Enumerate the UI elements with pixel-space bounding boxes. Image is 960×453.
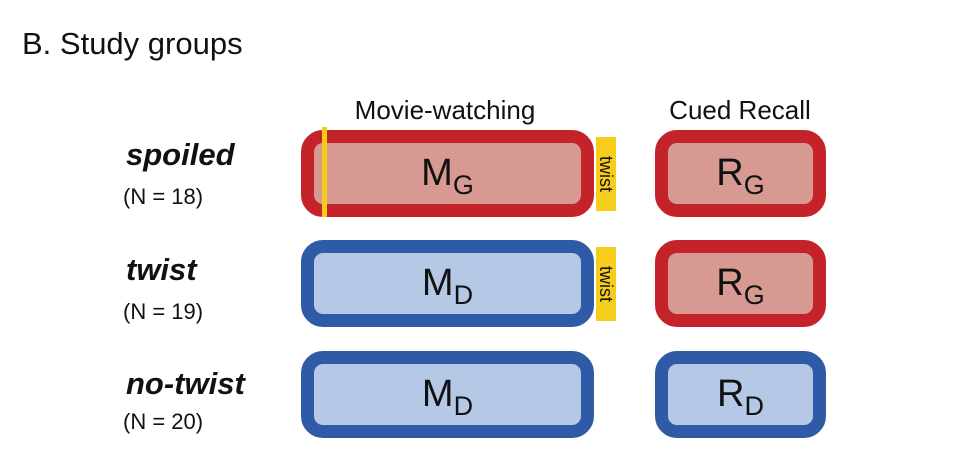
- twist-tag-twist: twist: [596, 247, 616, 321]
- group-name-twist: twist: [126, 252, 197, 287]
- recall-letter: R: [716, 152, 744, 194]
- movie-letter: M: [421, 262, 454, 304]
- twist-tag-label: twist: [596, 266, 616, 302]
- recall-subscript: G: [743, 280, 765, 310]
- movie-subscript: D: [453, 391, 474, 421]
- twist-tag-spoiled: twist: [596, 137, 616, 211]
- figure-title: B. Study groups: [22, 26, 243, 61]
- group-n-spoiled: (N = 18): [123, 184, 204, 209]
- twist-tag-label: twist: [596, 156, 616, 192]
- column-header-movie-watching: Movie-watching: [354, 95, 536, 125]
- spoiler-marker-line: [322, 127, 327, 217]
- recall-subscript: D: [744, 391, 764, 421]
- movie-letter: M: [421, 152, 453, 194]
- movie-letter: M: [421, 373, 454, 415]
- recall-subscript: G: [743, 170, 765, 200]
- recall-letter: R: [717, 373, 745, 415]
- recall-letter: R: [716, 262, 744, 304]
- movie-subscript: D: [453, 280, 474, 310]
- column-header-cued-recall: Cued Recall: [669, 95, 811, 125]
- group-n-no-twist: (N = 20): [123, 409, 204, 434]
- group-name-spoiled: spoiled: [126, 137, 235, 172]
- group-n-twist: (N = 19): [123, 299, 204, 324]
- movie-subscript: G: [452, 170, 474, 200]
- group-name-no-twist: no-twist: [126, 366, 245, 401]
